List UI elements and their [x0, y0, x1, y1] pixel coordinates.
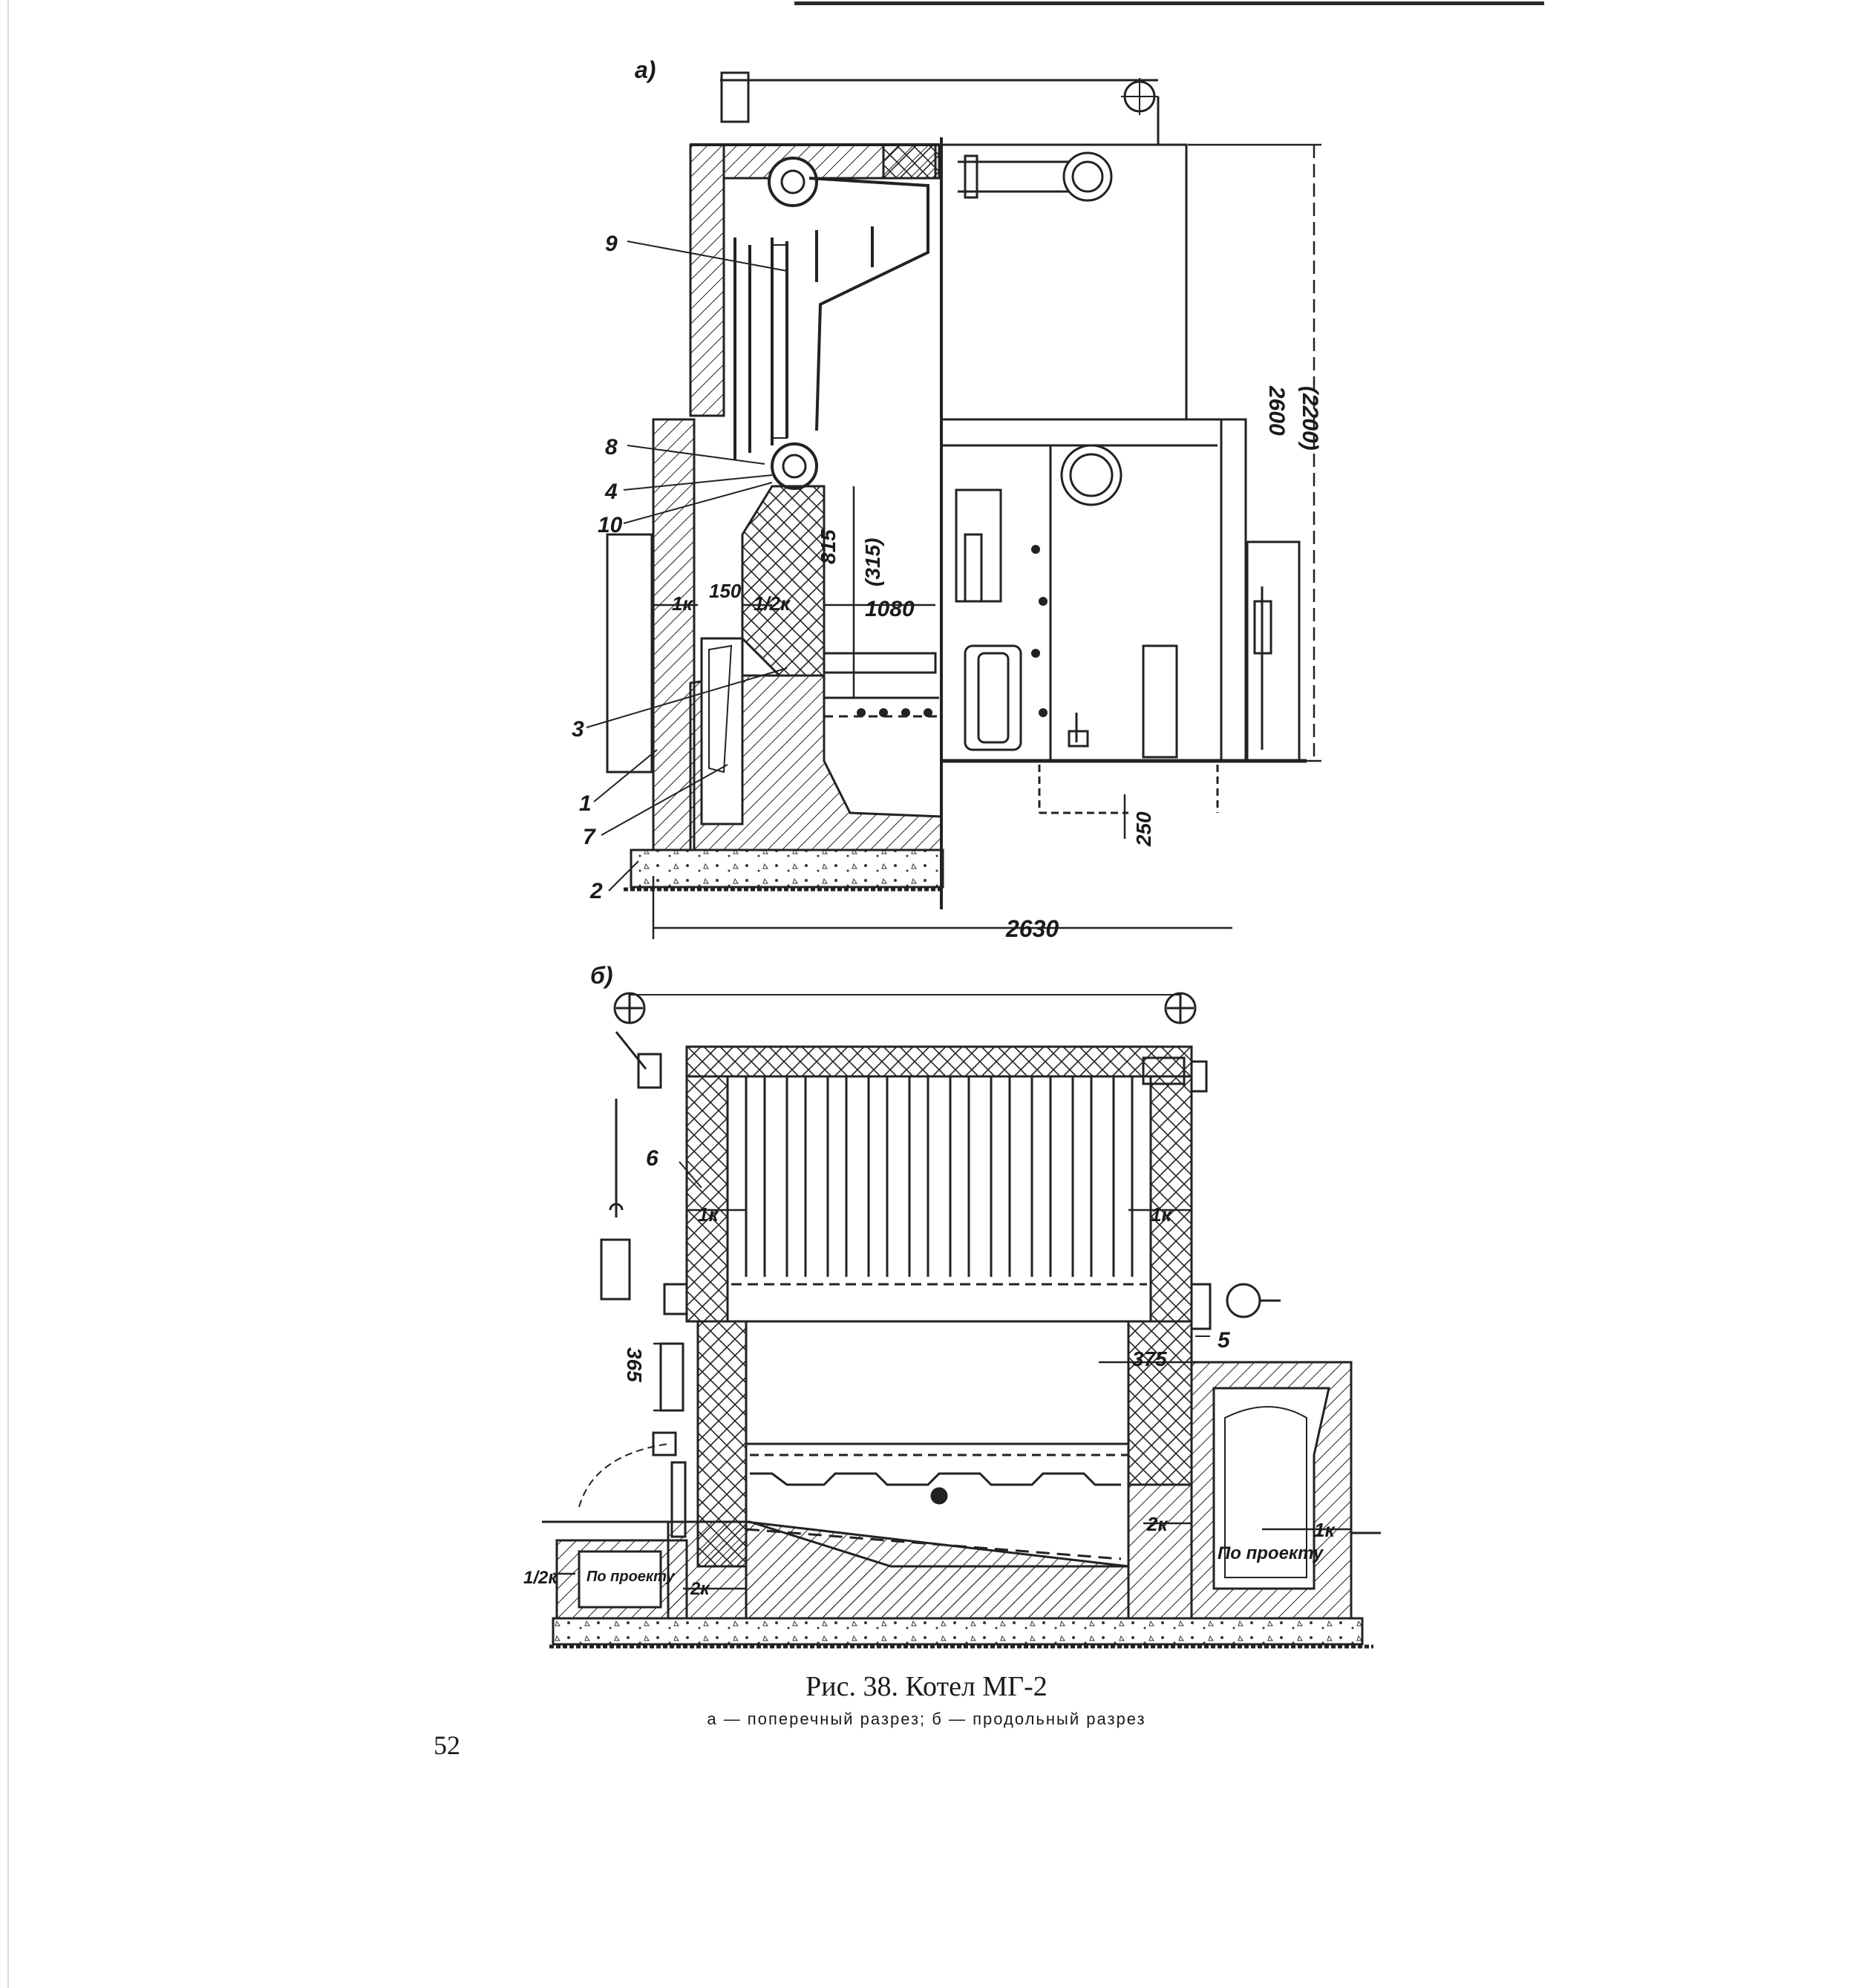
scan-margin-line: [7, 0, 9, 1988]
dim-2630: 2630: [1005, 915, 1059, 942]
dim-b-1k-right: 1к: [1151, 1203, 1172, 1226]
page-number: 52: [434, 1730, 460, 1760]
dim-b-half-k: 1/2к: [523, 1568, 558, 1588]
top-rule: [794, 1, 1544, 5]
dim-2200: (2200): [1298, 386, 1322, 451]
callout-2: 2: [589, 879, 603, 903]
dim-half-k: 1/2к: [754, 592, 791, 615]
dim-b-1k-far: 1к: [1314, 1519, 1336, 1541]
callout-9: 9: [605, 232, 618, 256]
dim-b-375: 375: [1132, 1347, 1167, 1370]
label-po-proektu-right: По проекту: [1218, 1543, 1324, 1563]
dim-2600: 2600: [1264, 385, 1289, 436]
callout-8: 8: [605, 435, 618, 460]
callout-5: 5: [1218, 1328, 1231, 1353]
panel-a-cross-section: а): [572, 56, 1322, 942]
callout-1: 1: [579, 791, 592, 816]
callout-4: 4: [604, 480, 618, 504]
dim-150: 150: [709, 580, 742, 602]
tube-bank: [731, 1076, 1147, 1323]
figure-caption-title: Рис. 38. Котел МГ-2: [805, 1671, 1048, 1702]
label-po-proektu-left: По проекту: [586, 1569, 675, 1585]
dim-815: 815: [817, 529, 840, 564]
dim-250: 250: [1132, 811, 1155, 847]
dim-1k: 1к: [672, 592, 693, 615]
dim-1080: 1080: [865, 597, 915, 621]
dim-b-365: 365: [623, 1347, 646, 1382]
callout-3: 3: [572, 717, 584, 742]
panel-b-label: б): [590, 962, 612, 989]
dim-315: (315): [861, 538, 884, 586]
dim-b-1k-left: 1к: [698, 1203, 719, 1226]
dim-b-2k-right: 2к: [1146, 1513, 1169, 1535]
dim-b-2k-left: 2к: [690, 1579, 710, 1599]
callout-6: 6: [646, 1146, 658, 1171]
callout-7: 7: [583, 825, 596, 849]
callout-10: 10: [598, 513, 623, 537]
panel-a-label: а): [635, 56, 656, 83]
panel-b-longitudinal-section: б): [523, 962, 1381, 1649]
figure-caption-subtitle: а — поперечный разрез; б — продольный ра…: [707, 1710, 1146, 1728]
